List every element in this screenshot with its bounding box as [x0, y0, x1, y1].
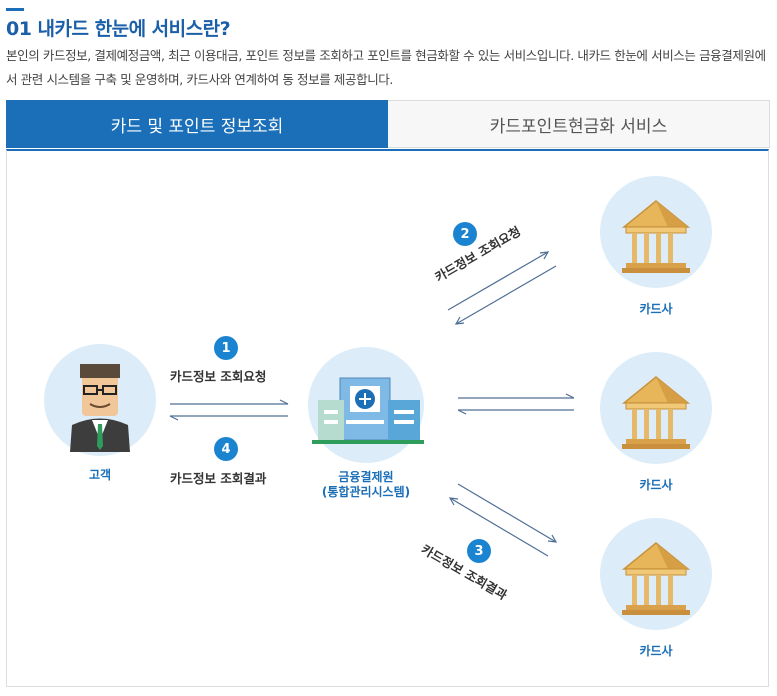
building-icon — [312, 377, 424, 444]
customer-node — [44, 344, 156, 456]
step-2-badge: 2 — [453, 222, 477, 246]
arrow-middle-card-to-hub — [457, 409, 574, 415]
customer-person-icon — [70, 364, 130, 452]
step-3-badge: 3 — [467, 539, 491, 563]
hub-label-name: 금융결제원 — [338, 470, 394, 484]
arrow-hub-to-bottom-card — [457, 483, 558, 543]
step-1-badge: 1 — [214, 336, 238, 360]
arrow-top-card-to-hub — [454, 265, 557, 325]
section-title: 01 내카드 한눈에 서비스란? — [6, 18, 231, 40]
tab-bar: 카드 및 포인트 정보조회 카드포인트현금화 서비스 — [6, 100, 770, 150]
step-3-label: 카드정보 조회결과 — [419, 542, 510, 603]
card-company-node-middle — [600, 352, 712, 464]
arrow-hub-to-customer — [169, 415, 288, 421]
tab-card-point-inquiry[interactable]: 카드 및 포인트 정보조회 — [6, 100, 388, 148]
card-company-node-top — [600, 176, 712, 288]
arrow-bottom-card-to-hub — [448, 497, 549, 557]
diagram-panel — [6, 149, 769, 687]
arrow-hub-to-top-card — [447, 251, 550, 311]
hub-node — [308, 347, 424, 463]
card-company-label-bottom: 카드사 — [639, 644, 673, 658]
step-1-label: 카드정보 조회요청 — [170, 369, 267, 384]
heading-accent-bar — [6, 8, 24, 11]
step-2-label: 카드정보 조회요청 — [432, 224, 523, 285]
arrow-customer-to-hub — [170, 399, 289, 405]
hub-label-system: (통합관리시스템) — [321, 485, 411, 499]
card-company-label-middle: 카드사 — [639, 478, 673, 492]
tab-point-cash-service[interactable]: 카드포인트현금화 서비스 — [388, 100, 770, 148]
step-4-badge: 4 — [214, 437, 238, 461]
section-description: 본인의 카드정보, 결제예정금액, 최근 이용대금, 포인트 정보를 조회하고 … — [6, 48, 766, 87]
step-4-label: 카드정보 조회결과 — [170, 471, 267, 486]
card-company-node-bottom — [600, 518, 712, 630]
customer-label: 고객 — [88, 468, 112, 482]
arrow-hub-to-middle-card — [458, 393, 575, 399]
card-company-label-top: 카드사 — [639, 302, 673, 316]
